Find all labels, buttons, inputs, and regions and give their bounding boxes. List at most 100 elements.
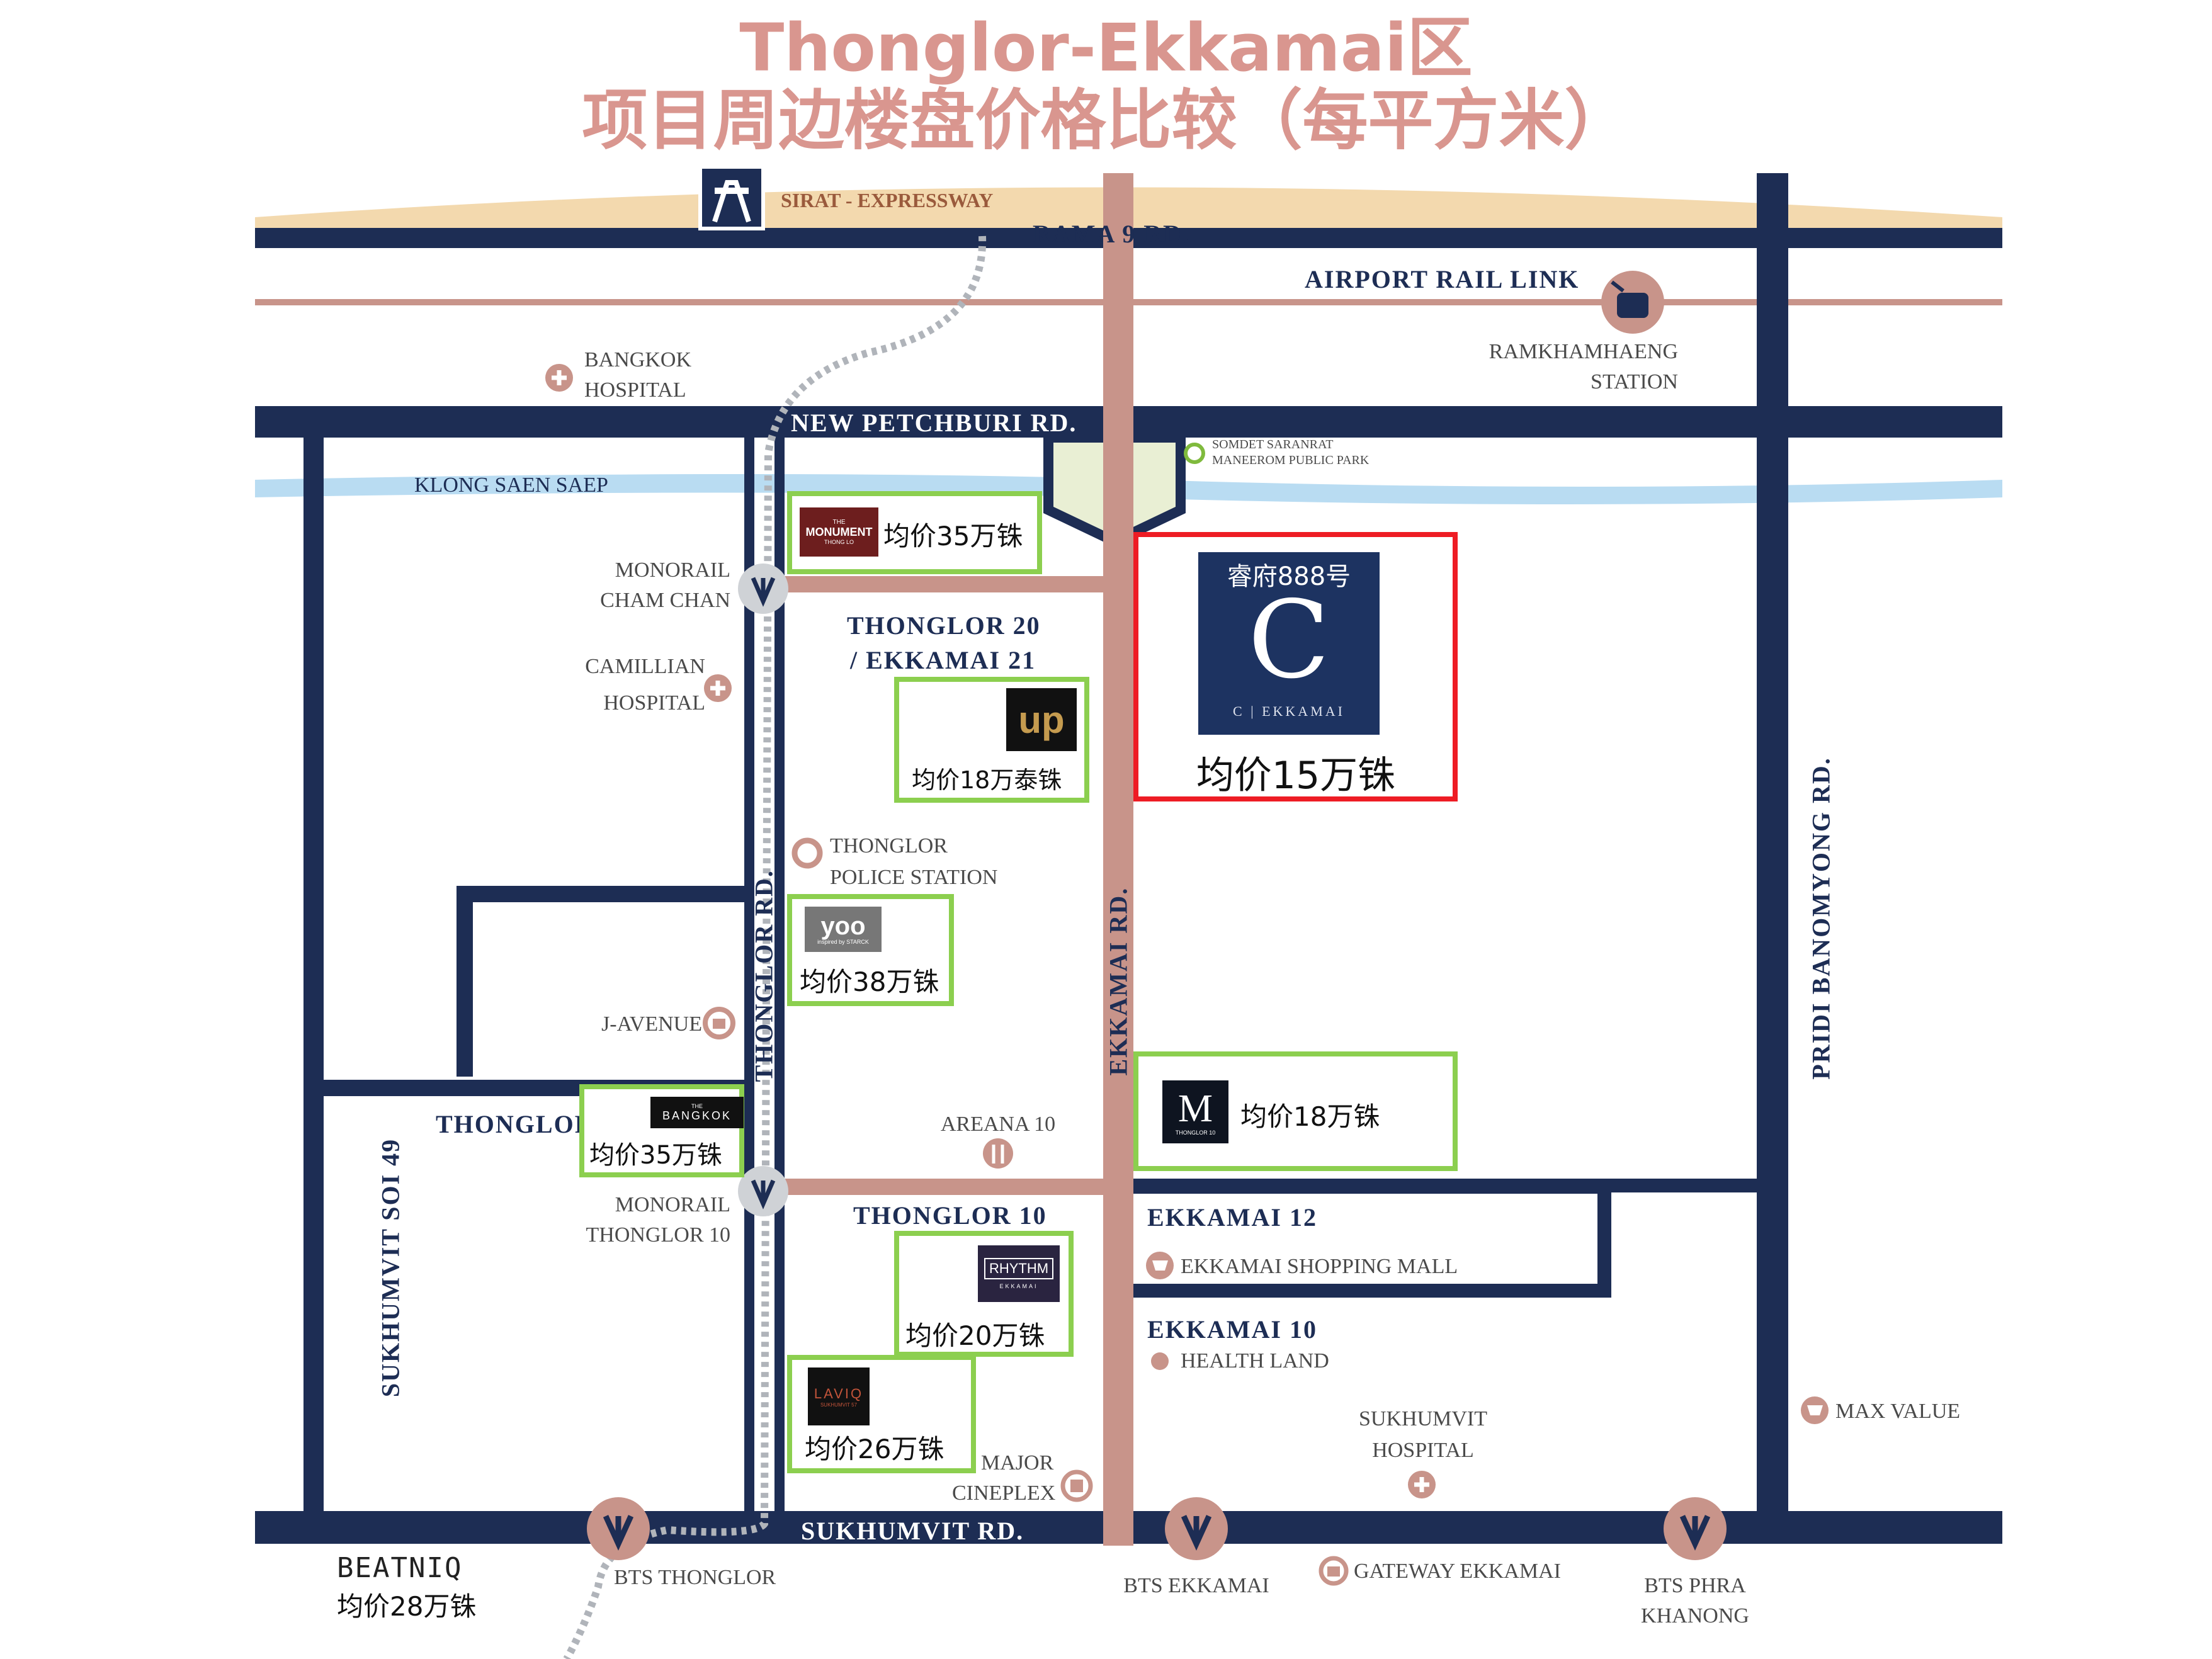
ekkamai10-label: EKKAMAI 10 (1147, 1315, 1317, 1344)
map-title-line2: 项目周边楼盘价格比较（每平方米） (582, 82, 1630, 159)
monument-logo-l2: MONUMENT (805, 526, 873, 538)
pridi-label: PRIDI BANOMYONG RD. (1806, 757, 1835, 1080)
major-label-l1: MAJOR (981, 1451, 1054, 1475)
monument-logo-l1: THE (832, 519, 846, 526)
featured-logo-letter: C (1247, 578, 1330, 703)
monorail-cc-label-l2: CHAM CHAN (600, 589, 730, 612)
up-price: 均价18万泰铢 (912, 766, 1062, 794)
bts-phra-label-l2: KHANONG (1641, 1604, 1749, 1628)
health-land-label: HEALTH LAND (1181, 1349, 1329, 1373)
park-icon (1184, 443, 1205, 464)
klong-label: KLONG SAEN SAEP (414, 473, 608, 497)
camillian-label-l2: HOSPITAL (603, 691, 705, 715)
project-the-bangkok[interactable]: THE BANGKOK 均价35万铢 (579, 1084, 744, 1177)
monorail-thonglor10-icon (738, 1166, 788, 1216)
m-thonglor-logo-text: M (1177, 1087, 1213, 1130)
featured-project-logo: 睿府888号 C C | EKKAMAI (1198, 552, 1380, 735)
park-label-l1: SOMDET SARANRAT (1212, 438, 1334, 451)
monorail-line (563, 235, 987, 1659)
laviq-logo-sub: SUKHUMVIT 57 (820, 1401, 858, 1408)
thonglor10-label: THONGLOR 10 (853, 1201, 1047, 1230)
ramkhamhaeng-label-l1: RAMKHAMHAENG (1489, 340, 1678, 363)
monorail-cham-chan-icon (738, 563, 788, 614)
project-laviq[interactable]: LAVIQ SUKHUMVIT 57 均价26万铢 (787, 1355, 976, 1473)
bangkok-hospital-label-l2: HOSPITAL (584, 378, 686, 402)
bts-phra-label-l1: BTS PHRA (1644, 1574, 1746, 1597)
project-rhythm[interactable]: RHYTHM EKKAMAI 均价20万铢 (894, 1231, 1074, 1357)
bts-phra-khanong-icon (1664, 1497, 1727, 1560)
expressway-label: SIRAT - EXPRESSWAY (781, 189, 994, 212)
monument-logo: THE MONUMENT THONG LO (800, 507, 878, 557)
west-road (303, 438, 324, 1524)
ekkamai12-label: EKKAMAI 12 (1147, 1203, 1317, 1232)
beatniq-logo: BEATNIQ (337, 1552, 463, 1584)
laviq-logo-text: LAVIQ (814, 1385, 864, 1401)
sukhumvit-soi49-label: SUKHUMVIT SOI 49 (376, 1138, 405, 1398)
camillian-hospital-icon (704, 674, 732, 702)
health-land-dot-icon (1151, 1352, 1169, 1370)
police-icon (791, 837, 823, 869)
police-label-l1: THONGLOR (830, 834, 948, 858)
ekkamai-rd-label: EKKAMAI RD. (1104, 886, 1133, 1076)
yoo-logo-text: yoo (820, 912, 866, 940)
bts-thonglor-icon (587, 1497, 650, 1560)
monorail-t10-label-l2: THONGLOR 10 (586, 1223, 730, 1247)
thonglor20-label-l1: THONGLOR 20 (847, 611, 1041, 640)
thonglor-road-west (744, 438, 754, 1524)
thonglor20-label-l2: / EKKAMAI 21 (850, 646, 1036, 674)
javenue-bag-icon (703, 1007, 735, 1039)
park-label-l2: MANEEROM PUBLIC PARK (1212, 453, 1370, 467)
thonglor20-soi (785, 576, 1103, 592)
monument-logo-l3: THONG LO (824, 539, 854, 545)
rhythm-logo: RHYTHM EKKAMAI (978, 1245, 1060, 1302)
laviq-logo: LAVIQ SUKHUMVIT 57 (808, 1367, 870, 1425)
monument-price: 均价35万铢 (883, 521, 1023, 552)
areana-label: AREANA 10 (940, 1113, 1056, 1136)
sukhumvit-hospital-label-l1: SUKHUMVIT (1359, 1407, 1487, 1430)
project-monument[interactable]: THE MONUMENT THONG LO 均价35万铢 (787, 491, 1042, 574)
thonglor-road-east (774, 438, 785, 1524)
featured-project-name: 睿府888号 (1227, 562, 1351, 591)
up-logo: up (1006, 688, 1077, 751)
sukhumvit-hospital-label-l2: HOSPITAL (1372, 1439, 1474, 1462)
gateway-bag-icon (1319, 1556, 1349, 1586)
yoo-logo: yoo inspired by STARCK (805, 907, 882, 952)
project-yoo[interactable]: yoo inspired by STARCK 均价38万铢 (787, 894, 954, 1006)
featured-project-box[interactable]: 睿府888号 C C | EKKAMAI 均价15万铢 (1133, 532, 1458, 801)
max-value-label: MAX VALUE (1835, 1400, 1961, 1423)
javenue-loop (457, 886, 749, 1077)
m-thonglor-logo-sub: THONGLOR 10 (1175, 1130, 1216, 1136)
m-thonglor-logo: M THONGLOR 10 (1162, 1080, 1228, 1143)
project-m-thonglor[interactable]: M THONGLOR 10 均价18万铢 (1133, 1051, 1458, 1171)
ekkamai-road (1103, 173, 1133, 1546)
laviq-price: 均价26万铢 (805, 1434, 944, 1464)
project-up[interactable]: up 均价18万泰铢 (894, 677, 1089, 803)
airport-rail-label: AIRPORT RAIL LINK (1305, 265, 1580, 293)
sukhumvit-rd-label: SUKHUMVIT RD. (801, 1517, 1024, 1545)
cinema-icon (1060, 1469, 1093, 1502)
rhythm-price: 均价20万铢 (905, 1320, 1045, 1351)
yoo-logo-sub: inspired by STARCK (817, 939, 869, 945)
police-label-l2: POLICE STATION (830, 866, 998, 889)
featured-logo-caption: C | EKKAMAI (1233, 703, 1345, 719)
javenue-label: J-AVENUE (601, 1012, 702, 1036)
map-title-line1: Thonglor-Ekkamai区 (739, 9, 1473, 86)
areana-restaurant-icon (983, 1138, 1013, 1169)
bangkok-hospital-label-l1: BANGKOK (584, 348, 691, 371)
the-bangkok-logo: THE BANGKOK (650, 1097, 744, 1128)
the-bangkok-logo-l2: BANGKOK (662, 1109, 732, 1122)
new-petchburi-label: NEW PETCHBURI RD. (791, 409, 1077, 437)
thonglor-rd-label: THONGLOR RD. (749, 869, 778, 1082)
the-bangkok-price: 均价35万铢 (589, 1141, 722, 1170)
expressway-sign-icon (698, 165, 765, 230)
monorail-t10-label-l1: MONORAIL (615, 1193, 730, 1216)
bts-ekkamai-label: BTS EKKAMAI (1123, 1574, 1269, 1597)
rhythm-logo-text: RHYTHM (984, 1258, 1054, 1279)
m-thonglor-price: 均价18万铢 (1240, 1101, 1380, 1132)
pridi-road (1757, 173, 1788, 1527)
bts-ekkamai-icon (1165, 1497, 1228, 1560)
bts-thonglor-label: BTS THONGLOR (614, 1566, 776, 1589)
beatniq-price: 均价28万铢 (337, 1591, 477, 1622)
max-value-cart-icon (1801, 1396, 1829, 1424)
